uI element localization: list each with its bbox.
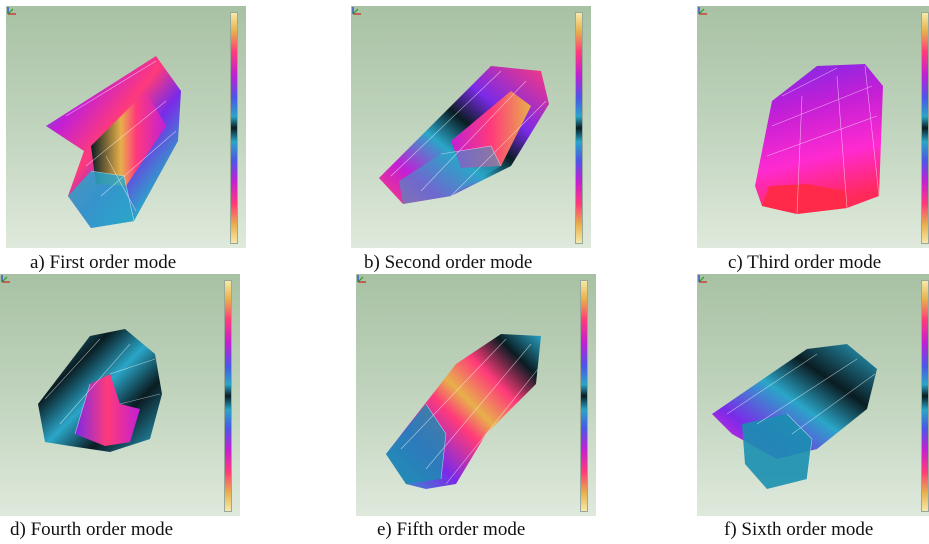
mode-shape-view-c <box>697 6 929 248</box>
caption-b: b) Second order mode <box>364 252 533 273</box>
color-scale-legend <box>580 280 588 512</box>
caption-c: c) Third order mode <box>728 252 882 273</box>
mode-shape-view-f <box>697 274 929 516</box>
mode-panel-d <box>0 274 240 516</box>
axis-triad-icon <box>352 7 361 15</box>
caption-a: a) First order mode <box>30 252 177 273</box>
mode-panel-a <box>6 6 246 248</box>
mode-panel-f <box>697 274 929 516</box>
axis-triad-icon <box>698 7 707 15</box>
mode-panel-c <box>697 6 929 248</box>
mode-shape-view-d <box>0 274 240 516</box>
axis-triad-icon <box>698 275 707 283</box>
axis-triad-icon <box>1 275 10 283</box>
color-scale-legend <box>921 12 929 244</box>
color-scale-legend <box>921 280 929 512</box>
color-scale-legend <box>224 280 232 512</box>
axis-triad-icon <box>357 275 366 283</box>
mode-shape-view-e <box>356 274 596 516</box>
color-scale-legend <box>230 12 238 244</box>
mode-shape-view-a <box>6 6 246 248</box>
mode-shape-view-b <box>351 6 591 248</box>
axis-triad-icon <box>7 7 16 15</box>
caption-f: f) Sixth order mode <box>724 519 874 540</box>
mode-panel-b <box>351 6 591 248</box>
caption-d: d) Fourth order mode <box>10 519 174 540</box>
mode-panel-e <box>356 274 596 516</box>
color-scale-legend <box>575 12 583 244</box>
caption-e: e) Fifth order mode <box>377 519 526 540</box>
